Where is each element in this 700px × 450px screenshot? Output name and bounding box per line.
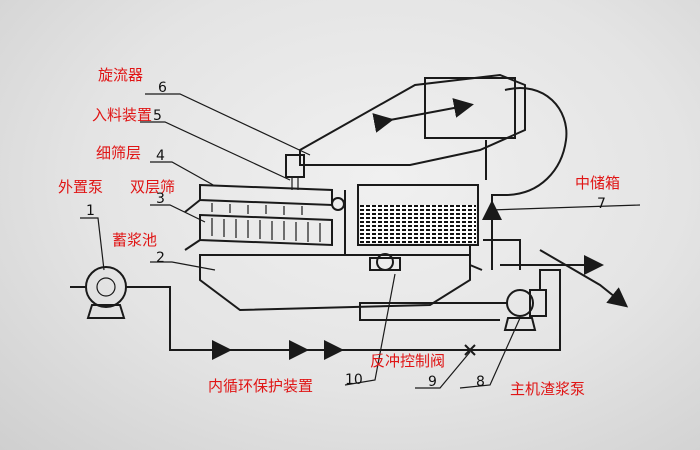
label-slurry-tank: 蓄浆池 <box>112 231 157 249</box>
number-7: 7 <box>597 196 606 212</box>
number-2: 2 <box>156 250 165 266</box>
number-8: 8 <box>476 374 485 390</box>
number-6: 6 <box>158 80 167 96</box>
label-backflush-valve: 反冲控制阀 <box>370 352 445 370</box>
number-9: 9 <box>428 374 437 390</box>
piping <box>126 205 629 360</box>
mid-tank-unit <box>357 184 483 271</box>
label-double-screen: 双层筛 <box>130 178 175 196</box>
number-4: 4 <box>156 148 165 164</box>
leader-lines <box>80 93 641 389</box>
main-pump <box>503 289 547 331</box>
cyclone-flow-arrow <box>372 98 474 133</box>
label-main-pump: 主机渣浆泵 <box>510 380 585 398</box>
label-feeder: 入料装置 <box>92 106 152 124</box>
cyclone-return-pipe <box>491 87 568 215</box>
label-inner-protect: 内循环保护装置 <box>208 377 313 395</box>
number-3: 3 <box>156 191 165 207</box>
external-pump <box>70 266 127 319</box>
feeder-unit <box>285 154 305 190</box>
cyclone-hatched-body <box>424 77 516 139</box>
cyclone-unit <box>299 73 568 220</box>
label-mid-tank: 中储箱 <box>575 174 620 192</box>
label-cyclone: 旋流器 <box>98 66 143 84</box>
number-5: 5 <box>153 108 162 124</box>
number-1: 1 <box>86 203 95 219</box>
number-10: 10 <box>345 372 363 388</box>
label-external-pump: 外置泵 <box>58 178 103 196</box>
label-fine-screen: 细筛层 <box>96 144 141 162</box>
double-screen-unit <box>184 183 345 251</box>
